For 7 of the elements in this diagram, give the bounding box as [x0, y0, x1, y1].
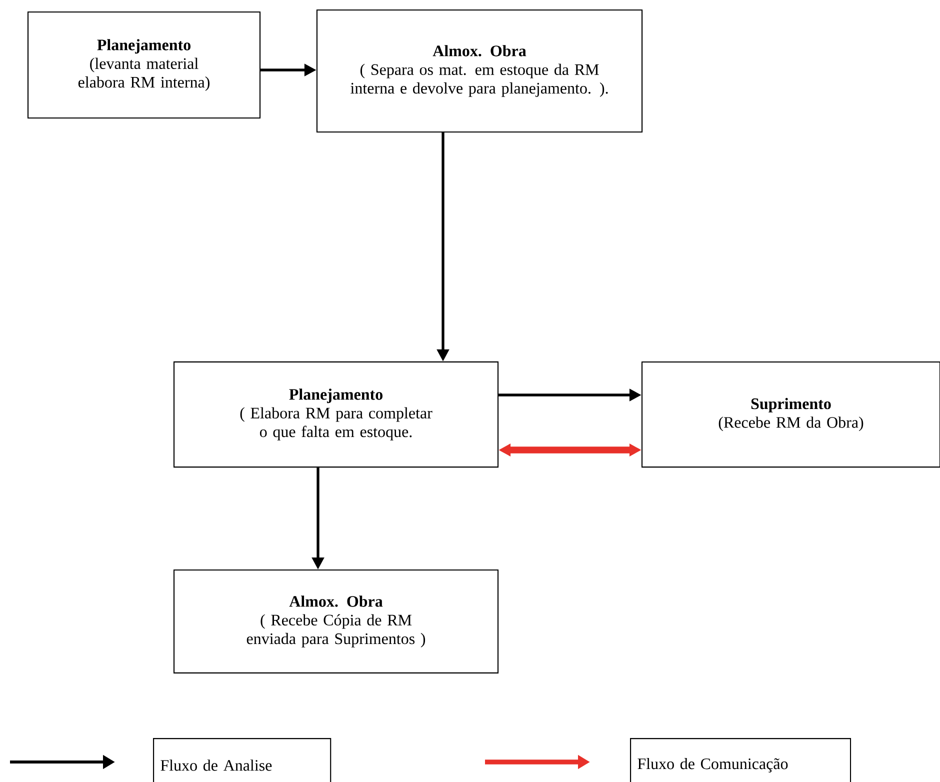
- process-box: Suprimento (Recebe RM da Obra): [641, 361, 940, 468]
- process-box: Almox. Obra ( Separa os mat. em estoque da RM interna e devolve para planejamento. ).: [316, 9, 643, 133]
- process-box: Almox. Obra ( Recebe Cópia de RM enviada para Suprimentos ): [173, 570, 499, 674]
- legend-box: Fluxo de Analise: [153, 738, 332, 782]
- legend-box: Fluxo de Comunicação: [630, 738, 852, 782]
- process-box: Planejamento ( Elabora RM para completar o que falta em estoque.: [173, 361, 499, 468]
- process-box: Planejamento (levanta material elabora RM interna): [27, 11, 261, 119]
